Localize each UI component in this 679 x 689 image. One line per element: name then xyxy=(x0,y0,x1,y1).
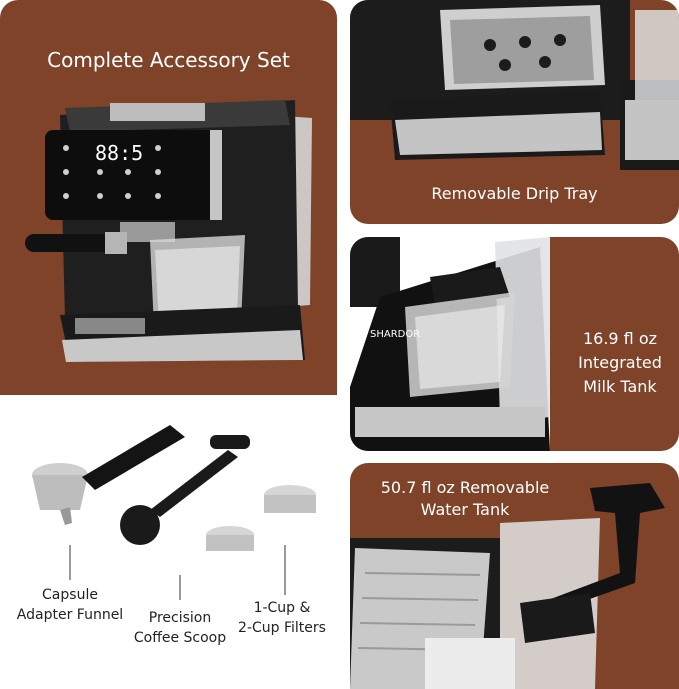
drip-tray-image xyxy=(350,0,679,170)
scoop-label-line2: Coffee Scoop xyxy=(133,630,227,646)
water-caption-line2: Water Tank xyxy=(420,500,510,519)
funnel-label: Capsule Adapter Funnel xyxy=(10,585,130,625)
espresso-machine-image: 88:5 xyxy=(25,100,312,362)
water-caption-line1: 50.7 fl oz Removable xyxy=(380,478,550,497)
scoop-label: Precision Coffee Scoop xyxy=(125,608,235,648)
filters-label-line2: 2-Cup Filters xyxy=(238,620,326,636)
milk-tank-brand: SHARDOR xyxy=(370,329,420,340)
milk-tank-panel: SHARDOR 16.9 fl oz Integrated Milk Tank xyxy=(350,237,679,451)
drip-tray-panel: Removable Drip Tray xyxy=(350,0,679,224)
filters-label-line1: 1-Cup & xyxy=(253,600,311,616)
water-tank-caption: 50.7 fl oz Removable Water Tank xyxy=(350,477,580,521)
accessories-area: Capsule Adapter Funnel Precision Coffee … xyxy=(0,395,337,689)
accessories-image xyxy=(32,425,316,600)
filters-label: 1-Cup & 2-Cup Filters xyxy=(232,598,332,638)
water-tank-panel: 50.7 fl oz Removable Water Tank xyxy=(350,463,679,689)
funnel-label-line1: Capsule xyxy=(42,587,98,603)
scoop-label-line1: Precision xyxy=(148,610,212,626)
milk-caption-line2: Integrated xyxy=(578,353,662,372)
main-title: Complete Accessory Set xyxy=(47,48,290,72)
milk-tank-image: SHARDOR xyxy=(350,237,550,451)
machine-display: 88:5 xyxy=(95,141,143,165)
drip-tray-caption: Removable Drip Tray xyxy=(431,184,598,203)
milk-tank-caption: 16.9 fl oz Integrated Milk Tank xyxy=(550,327,679,399)
milk-caption-line3: Milk Tank xyxy=(583,377,657,396)
funnel-label-line2: Adapter Funnel xyxy=(16,607,124,623)
main-product-panel: Complete Accessory Set 88:5 xyxy=(0,0,337,450)
water-tank-image xyxy=(350,483,665,689)
milk-caption-line1: 16.9 fl oz xyxy=(582,329,658,348)
